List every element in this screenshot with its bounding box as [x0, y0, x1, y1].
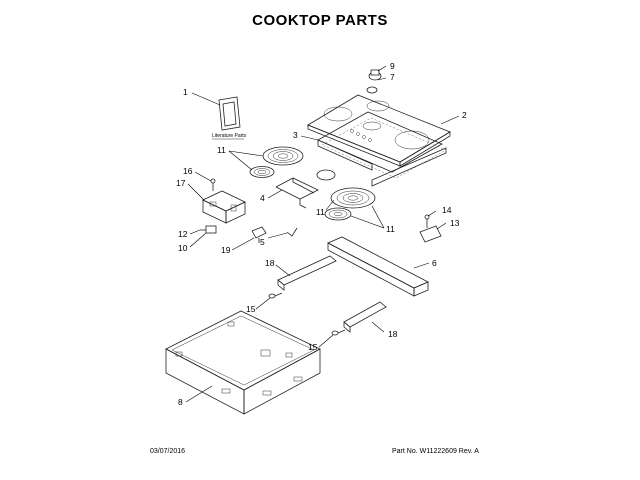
callout-12: 12	[178, 229, 188, 239]
footer-date: 03/07/2016	[150, 448, 186, 455]
surface-element-small-left	[249, 166, 275, 178]
callout-18-lower: 18	[388, 329, 398, 339]
wire-clip	[286, 227, 298, 237]
callout-8: 8	[178, 397, 183, 407]
literature-booklet: Literature Parts	[212, 96, 247, 140]
knob-top	[370, 69, 380, 76]
infinite-switch	[200, 225, 217, 234]
screw-lower	[331, 329, 346, 336]
callout-2: 2	[462, 110, 467, 120]
callout-7: 7	[390, 72, 395, 82]
callout-11-center: 11	[316, 207, 325, 217]
switch-bracket	[202, 178, 246, 224]
callout-19: 19	[221, 245, 231, 255]
callout-11-upper: 11	[217, 145, 226, 155]
cooktop-enclosure	[165, 310, 321, 415]
callout-13: 13	[450, 218, 460, 228]
page-title: COOKTOP PARTS	[252, 12, 388, 29]
footer-part-number: Part No. W11222609 Rev. A	[392, 448, 479, 455]
support-channel	[327, 236, 429, 297]
terminal-block	[251, 226, 267, 243]
cooktop-frame	[317, 111, 447, 187]
callout-14: 14	[442, 205, 452, 215]
surface-element-large-right	[330, 187, 376, 209]
knob-bezel	[366, 86, 378, 94]
callout-16: 16	[183, 166, 193, 176]
callout-11-right: 11	[386, 224, 395, 234]
callout-9: 9	[390, 61, 395, 71]
leader-lines	[185, 65, 460, 403]
surface-element-upper-left	[262, 146, 304, 166]
callout-1: 1	[183, 87, 188, 97]
literature-parts-label: Literature Parts	[212, 133, 247, 139]
element-reflector-small	[316, 169, 336, 181]
surface-element-small-right	[324, 207, 352, 221]
callout-numbers: 1 2 3 4 5 6 7 8 9 10 11 11 11 12 13 14 1…	[176, 61, 467, 407]
knob-assembly	[366, 69, 382, 94]
cooktop-glass-top	[307, 94, 451, 167]
element-bracket	[275, 177, 319, 209]
callout-4: 4	[260, 193, 265, 203]
callout-15-upper: 15	[246, 304, 256, 314]
callout-5: 5	[260, 237, 265, 247]
side-rail-right	[343, 301, 387, 333]
callout-3: 3	[293, 130, 298, 140]
callout-18-upper: 18	[265, 258, 275, 268]
callout-10: 10	[178, 243, 188, 253]
callout-17: 17	[176, 178, 186, 188]
screw-upper	[268, 292, 283, 299]
callout-15-lower: 15	[308, 342, 318, 352]
callout-6: 6	[432, 258, 437, 268]
side-rail-left	[277, 255, 337, 291]
